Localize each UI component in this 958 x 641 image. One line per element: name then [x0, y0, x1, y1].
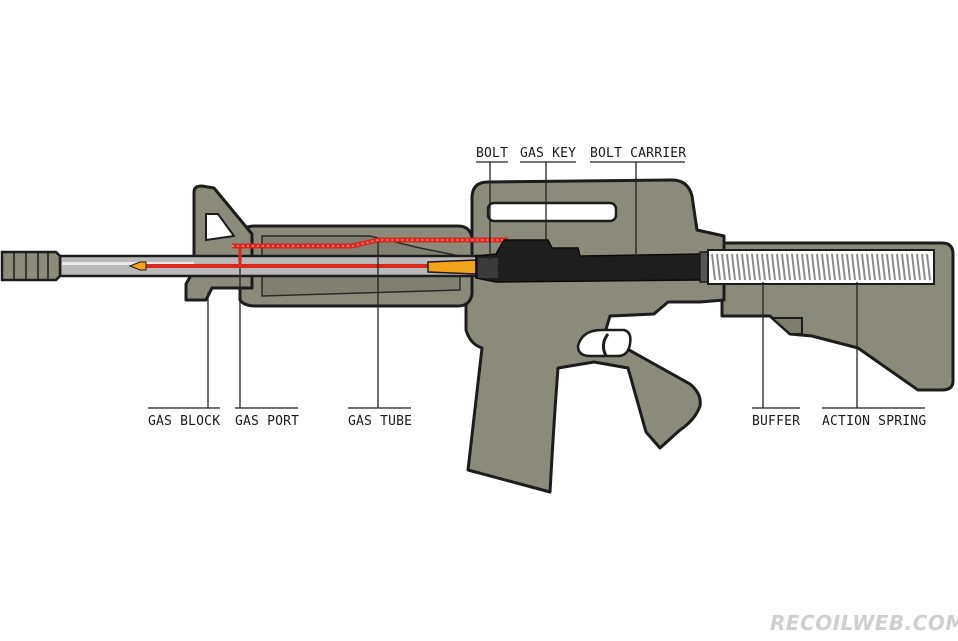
spring-coil — [736, 253, 741, 281]
label-gas-key: GAS KEY — [520, 146, 576, 161]
spring-coil — [856, 253, 861, 281]
stock-lower-detail — [769, 317, 803, 335]
label-bolt: BOLT — [476, 146, 508, 161]
spring-coil — [746, 253, 751, 281]
spring-coil — [866, 253, 871, 281]
front-sight-post — [184, 184, 254, 302]
spring-coil — [901, 253, 906, 281]
label-action-spring: ACTION SPRING — [822, 414, 926, 429]
carry-handle-window — [486, 201, 618, 223]
spring-coil — [911, 253, 916, 281]
spring-coil — [846, 253, 851, 281]
bolt — [478, 258, 498, 278]
label-buffer: BUFFER — [752, 414, 800, 429]
label-gas-block: GAS BLOCK — [148, 414, 220, 429]
spring-coil — [821, 253, 826, 281]
spring-coil — [716, 253, 721, 281]
spring-coil — [816, 253, 821, 281]
spring-coil — [766, 253, 771, 281]
spring-coil — [811, 253, 816, 281]
flash-hider — [0, 250, 62, 282]
label-gas-tube: GAS TUBE — [348, 414, 412, 429]
buffer — [699, 251, 709, 283]
spring-coil — [906, 253, 911, 281]
spring-coil — [916, 253, 921, 281]
spring-coil — [826, 253, 831, 281]
spring-coil — [721, 253, 726, 281]
trigger — [601, 333, 610, 357]
spring-coil — [896, 253, 901, 281]
spring-coil — [786, 253, 791, 281]
spring-coil — [796, 253, 801, 281]
spring-coil — [886, 253, 891, 281]
spring-coil — [921, 253, 926, 281]
label-bolt-carrier: BOLT CARRIER — [590, 146, 686, 161]
barrel-highlight — [62, 262, 194, 265]
spring-coil — [741, 253, 746, 281]
spring-coil — [756, 253, 761, 281]
spring-coil — [776, 253, 781, 281]
spring-coil — [751, 253, 756, 281]
label-rules — [148, 161, 925, 409]
bolt-carrier — [475, 239, 701, 283]
spring-coil — [851, 253, 856, 281]
leader-lines — [207, 162, 858, 408]
cartridge — [427, 259, 477, 275]
spring-coil — [771, 253, 776, 281]
spring-coil — [891, 253, 896, 281]
spring-coil — [836, 253, 841, 281]
spring-coil — [711, 253, 716, 281]
spring-coil — [781, 253, 786, 281]
watermark: RECOILWEB.COM — [770, 611, 958, 635]
gas-tube-dots — [232, 239, 508, 247]
front-sight-window — [205, 213, 236, 242]
spring-coil — [881, 253, 886, 281]
spring-coil — [876, 253, 881, 281]
spring-coil — [831, 253, 836, 281]
flash-hider-slots — [13, 252, 49, 280]
spring-coil — [791, 253, 796, 281]
spring-coil — [926, 253, 931, 281]
bullet — [128, 261, 147, 271]
action-spring — [711, 253, 931, 281]
spring-coil — [726, 253, 731, 281]
spring-coil — [871, 253, 876, 281]
spring-coil — [801, 253, 806, 281]
spring-coil — [861, 253, 866, 281]
spring-coil — [731, 253, 736, 281]
spring-coil — [806, 253, 811, 281]
gas-path — [138, 237, 508, 268]
label-gas-port: GAS PORT — [235, 414, 299, 429]
spring-coil — [761, 253, 766, 281]
spring-coil — [841, 253, 846, 281]
